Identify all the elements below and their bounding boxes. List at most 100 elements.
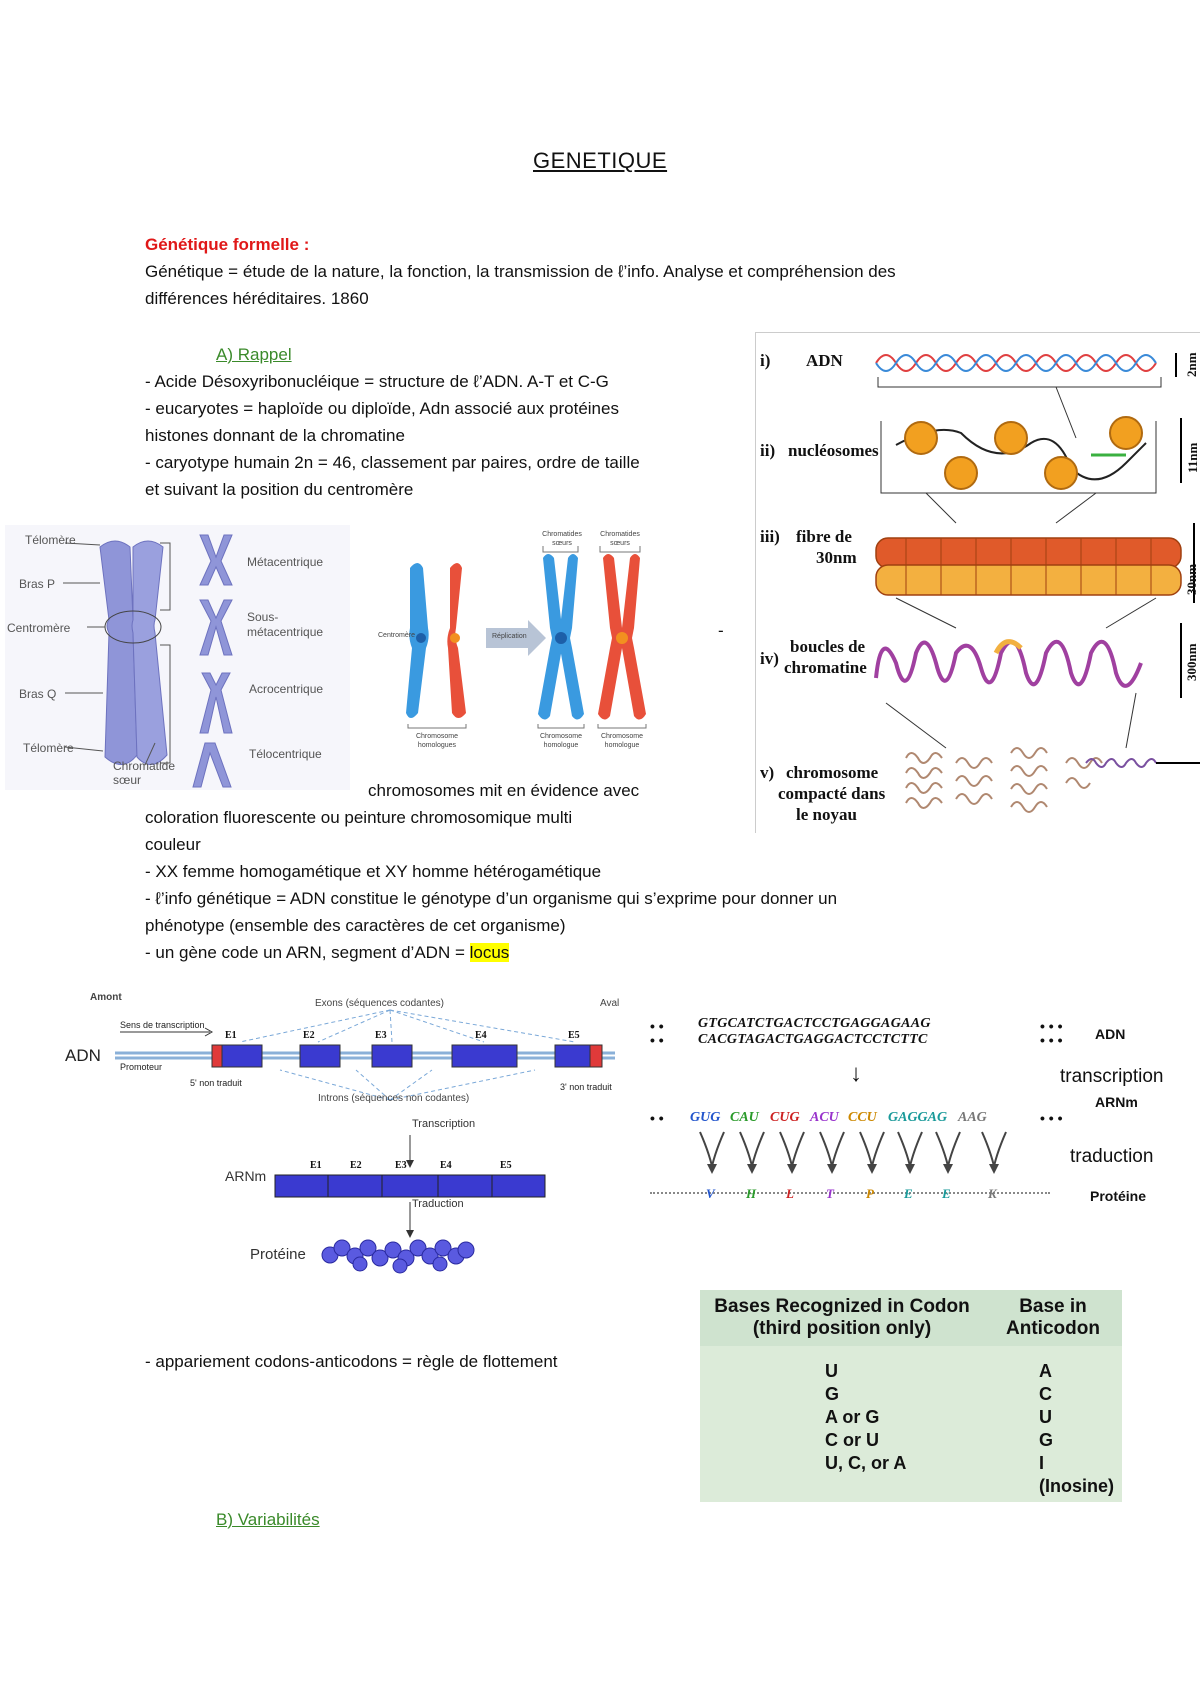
label-sens-transcription: Sens de transcription bbox=[120, 1020, 205, 1030]
label-centromere: Centromère bbox=[7, 621, 71, 635]
label-telomere-bottom: Télomère bbox=[23, 741, 74, 755]
label-gene-adn: ADN bbox=[65, 1046, 101, 1065]
label-3-utr: 3' non traduit bbox=[560, 1082, 612, 1092]
page-title: GENETIQUE bbox=[533, 148, 668, 173]
a-line-11: phénotype (ensemble des caractères de ce… bbox=[145, 916, 566, 935]
a-line-1: - Acide Désoxyribonucléique = structure … bbox=[145, 372, 609, 391]
wobble-col1-header: Bases Recognized in Codon(third position… bbox=[700, 1290, 985, 1346]
arnm-label-e1: E1 bbox=[310, 1160, 322, 1171]
dna-seq-1: GTGCATCTGACTCCTGAGGAGAAG bbox=[698, 1016, 931, 1031]
label-bras-q: Bras Q bbox=[19, 687, 57, 701]
amino-acid: P bbox=[866, 1186, 874, 1201]
arnm-label-e4: E4 bbox=[440, 1160, 452, 1171]
amino-acid: T bbox=[826, 1186, 834, 1201]
label-homolog-2: Chromosome homologue bbox=[539, 733, 582, 749]
a-line-5: et suivant la position du centromère bbox=[145, 480, 414, 499]
label-homolog-1: Chromosome homologues bbox=[415, 733, 458, 749]
a-line-12: - un gène code un ARN, segment d’ADN = l… bbox=[145, 943, 510, 962]
label-aval: Aval bbox=[600, 998, 620, 1009]
amino-acid: L bbox=[786, 1186, 794, 1201]
exon-label-e5: E5 bbox=[568, 1030, 580, 1041]
wobble-text: - appariement codons-anticodons = règle … bbox=[145, 1352, 558, 1371]
compaction-chromosome-label-2: compacté dans bbox=[778, 784, 886, 803]
scale-11nm: 11nm bbox=[1185, 442, 1200, 473]
stray-dash: - bbox=[718, 621, 724, 640]
label-introns: Introns (séquences non codantes) bbox=[318, 1093, 470, 1104]
label-sous-metacentrique: Sous-métacentrique bbox=[247, 610, 324, 639]
exon-label-e1: E1 bbox=[225, 1030, 237, 1041]
codon: GAGGAG bbox=[888, 1110, 948, 1125]
section-a-heading: A) Rappel bbox=[216, 345, 292, 364]
compaction-loops-label-2: chromatine bbox=[784, 658, 867, 677]
compaction-fibre-label-2: 30nm bbox=[816, 548, 857, 567]
label-gene-proteine: Protéine bbox=[250, 1246, 306, 1263]
compaction-adn-label: ADN bbox=[806, 351, 843, 370]
a-line-4: - caryotype humain 2n = 46, classement p… bbox=[145, 453, 640, 472]
genetic-code-figure: • • GTGCATCTGACTCCTGAGGAGAAG CACGTAGACTG… bbox=[650, 1016, 1164, 1206]
a-line-6: chromosomes mit en évidence avec bbox=[368, 781, 640, 800]
label-sister-chromatids-2: Chromatides sœurs bbox=[600, 531, 640, 547]
codon: CCU bbox=[848, 1110, 877, 1125]
code-transcription-label: transcription bbox=[1060, 1066, 1164, 1087]
code-traduction-label: traduction bbox=[1070, 1146, 1154, 1167]
a-line-10: - ℓ’info génétique = ADN constitue le gé… bbox=[145, 889, 838, 908]
label-acrocentrique: Acrocentrique bbox=[249, 682, 324, 696]
compaction-chromosome-label-3: le noyau bbox=[796, 805, 857, 824]
exon-label-e2: E2 bbox=[303, 1030, 315, 1041]
amino-acid: E bbox=[942, 1186, 951, 1201]
label-exons: Exons (séquences codantes) bbox=[315, 998, 444, 1009]
locus-highlight: locus bbox=[469, 943, 510, 962]
codon: CUG bbox=[770, 1110, 800, 1125]
codon: ACU bbox=[810, 1110, 839, 1125]
label-5-utr: 5' non traduit bbox=[190, 1078, 242, 1088]
compaction-v: v) bbox=[760, 763, 775, 782]
amino-acid: H bbox=[746, 1186, 757, 1201]
dna-seq-2: CACGTAGACTGAGGACTCCTCTTC bbox=[698, 1032, 928, 1047]
label-promoteur: Promoteur bbox=[120, 1062, 163, 1072]
label-gene-transcription: Transcription bbox=[412, 1118, 476, 1130]
label-amont: Amont bbox=[90, 992, 122, 1003]
a-line-7: coloration fluorescente ou peinture chro… bbox=[145, 808, 573, 827]
replication-figure: Centromère Réplication Chromatides sœurs… bbox=[378, 528, 678, 760]
compaction-iii: iii) bbox=[760, 527, 780, 546]
amino-acid: V bbox=[706, 1186, 715, 1201]
label-centromere-small: Centromère bbox=[378, 632, 415, 639]
section-formal-heading: Génétique formelle : bbox=[145, 235, 310, 254]
section-b-heading: B) Variabilités bbox=[216, 1510, 320, 1529]
code-proteine-label: Protéine bbox=[1090, 1188, 1147, 1204]
scale-30nm: 30nm bbox=[1184, 563, 1199, 595]
label-gene-arnm: ARNm bbox=[225, 1168, 267, 1184]
label-telomere-top: Télomère bbox=[25, 533, 76, 547]
code-adn-label: ADN bbox=[1095, 1026, 1126, 1042]
gene-structure-figure: Amont Aval Exons (séquences codantes) Se… bbox=[60, 990, 640, 1280]
codon: CAU bbox=[730, 1110, 759, 1125]
label-telocentrique: Télocentrique bbox=[249, 747, 322, 761]
scale-300nm: 300nm bbox=[1184, 643, 1199, 681]
formal-line-2: différences héréditaires. 1860 bbox=[145, 289, 369, 308]
label-gene-traduction: Traduction bbox=[412, 1198, 464, 1210]
codon-arrows bbox=[699, 1131, 1007, 1174]
compaction-ii: ii) bbox=[760, 441, 776, 460]
scale-2nm: 2nm bbox=[1184, 352, 1199, 377]
compaction-nucleosomes-label: nucléosomes bbox=[788, 441, 879, 460]
amino-acid: K bbox=[988, 1186, 997, 1201]
codon: GUG bbox=[690, 1110, 721, 1125]
down-arrow-icon: ↓ bbox=[850, 1060, 862, 1087]
wobble-table: Bases Recognized in Codon(third position… bbox=[700, 1290, 1122, 1502]
label-metacentrique: Métacentrique bbox=[247, 555, 324, 569]
code-arnm-label: ARNm bbox=[1095, 1094, 1138, 1110]
a-line-3: histones donnant de la chromatine bbox=[145, 426, 405, 445]
chromosome-anatomy-figure: Télomère Bras P Centromère Bras Q Télomè… bbox=[5, 525, 350, 790]
amino-acid: E bbox=[904, 1186, 913, 1201]
a-line-9: - XX femme homogamétique et XY homme hét… bbox=[145, 862, 602, 881]
label-sister-chromatids-1: Chromatides sœurs bbox=[542, 531, 582, 547]
label-homolog-3: Chromosome homologue bbox=[600, 733, 643, 749]
arnm-label-e5: E5 bbox=[500, 1160, 512, 1171]
a-line-2: - eucaryotes = haploïde ou diploïde, Adn… bbox=[145, 399, 619, 418]
